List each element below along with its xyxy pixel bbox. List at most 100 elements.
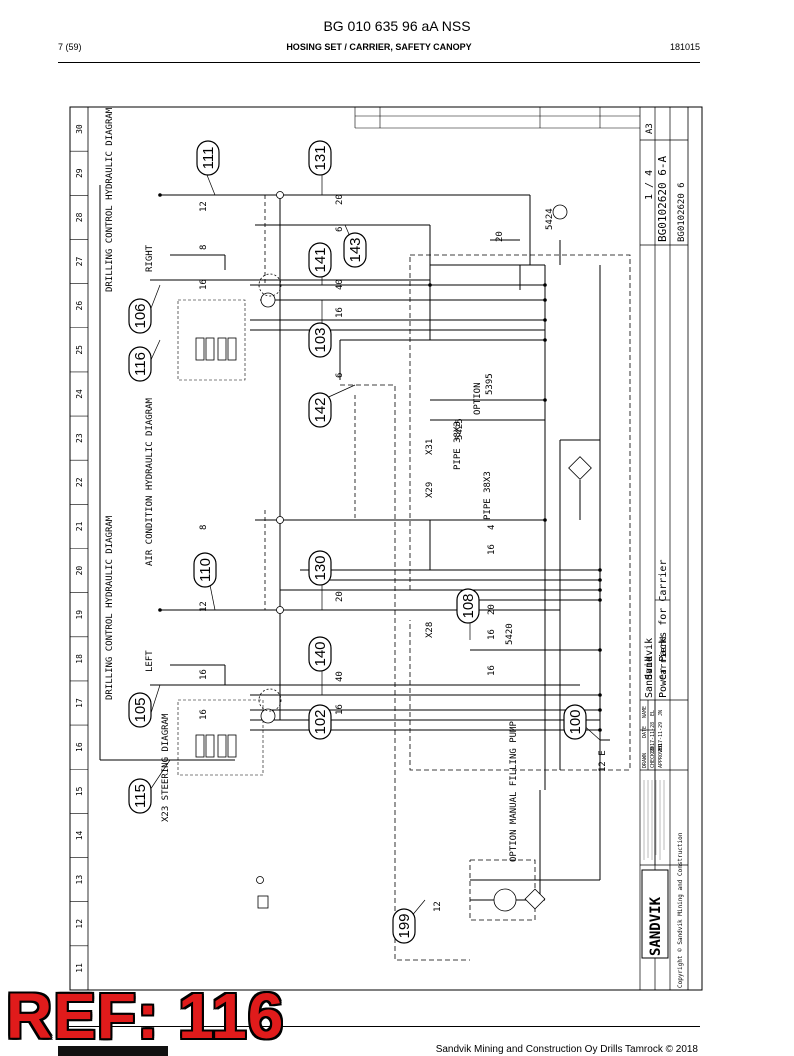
line-label-4: 6: [335, 227, 345, 232]
tb-date-label: DATE: [642, 726, 648, 738]
line-label-7: 6: [335, 373, 345, 378]
bubble-number: 131: [312, 145, 329, 170]
page-title: HOSING SET / CARRIER, SAFETY CANOPY: [286, 42, 472, 52]
valve-block-right: [177, 299, 246, 381]
bubble-number: 142: [312, 397, 329, 422]
header-divider: [58, 62, 700, 63]
grid-number-26: 26: [75, 301, 84, 311]
line-label-21: 4: [487, 525, 497, 530]
bubble-number: 103: [312, 327, 329, 352]
bubble-131: 131: [308, 140, 332, 176]
bubble-number: 141: [312, 247, 329, 272]
bubble-115: 115: [128, 778, 152, 814]
bubble-140: 140: [308, 636, 332, 672]
page-number: 7 (59): [58, 42, 82, 52]
tb-drawn-date: 2017-11-28: [650, 722, 656, 752]
line-label-19: 20: [487, 604, 497, 615]
junction-dots: [158, 193, 602, 732]
bubble-outline: [128, 778, 152, 814]
bubble-outline: [193, 552, 217, 588]
grid-number-11: 11: [75, 963, 84, 973]
grid-number-25: 25: [75, 345, 84, 355]
tb-product: CarrierH: [659, 637, 669, 680]
block-steering: X23 STEERING DIAGRAM: [161, 713, 171, 822]
power-pack-frame: [340, 254, 631, 961]
line-label-23: X31: [425, 439, 435, 455]
footer-divider: [58, 1026, 700, 1027]
bubble-number: 115: [132, 784, 149, 808]
bubble-110: 110: [193, 552, 217, 588]
pipes: [99, 185, 610, 901]
drawing-outer-frame: [69, 106, 703, 991]
block-pipe-1: PIPE 38X3: [453, 421, 463, 470]
block-right-label: RIGHT: [145, 244, 155, 272]
tb-fineprint: [643, 780, 665, 860]
line-label-20: 16: [487, 544, 497, 555]
line-label-28: 5395: [485, 373, 495, 395]
valve-block-left: [177, 699, 264, 776]
bubble-outline: [128, 692, 152, 728]
header-date: 181015: [669, 42, 700, 52]
bubble-102: 102: [308, 704, 332, 740]
line-label-6: 16: [335, 307, 345, 318]
bubble-105: 105: [128, 692, 152, 728]
footer-copyright: Sandvik Mining and Construction Oy Drill…: [435, 1044, 698, 1055]
bubble-number: 105: [132, 697, 149, 722]
line-label-8: 12: [199, 601, 209, 612]
bubble-outline: [128, 346, 152, 382]
block-manual-pump: OPTION MANUAL FILLING PUMP: [509, 721, 519, 862]
line-label-27: 5425: [455, 418, 465, 440]
tb-drawing-number-small: BG0102620 6: [677, 182, 687, 242]
block-option: OPTION: [473, 382, 483, 415]
bubble-142: 142: [308, 392, 332, 428]
bubble-199: 199: [392, 908, 416, 944]
title-block: [639, 107, 688, 990]
bubble-103: 103: [308, 322, 332, 358]
bubble-100: 100: [563, 704, 587, 740]
tb-drawing-number: BG0102620 6-A: [656, 156, 669, 242]
line-label-1: 8: [199, 245, 209, 250]
line-label-3: 20: [335, 194, 345, 205]
grid-number-27: 27: [75, 257, 84, 267]
grid-number-28: 28: [75, 212, 84, 222]
grid-number-15: 15: [75, 786, 84, 796]
bubble-number: 116: [132, 352, 149, 376]
bubble-143: 143: [343, 232, 367, 268]
block-right-drilling: DRILLING CONTROL HYDRAULIC DIAGRAM: [105, 107, 115, 292]
tb-company: Sandvik: [644, 656, 655, 698]
line-label-10: 20: [335, 591, 345, 602]
grid-number-16: 16: [75, 742, 84, 752]
bubble-number: 106: [132, 303, 149, 328]
valves: [195, 191, 592, 912]
tb-drawn-role: DRAWN: [642, 753, 648, 768]
bubble-outline: [308, 704, 332, 740]
grid-number-13: 13: [75, 875, 84, 885]
bubble-outline: [392, 908, 416, 944]
bubble-outline: [308, 636, 332, 672]
bubble-outline: [128, 298, 152, 334]
line-label-26: 5424: [545, 208, 555, 230]
tb-name-label: NAME: [642, 706, 648, 718]
revision-table: [354, 107, 640, 129]
document-id: BG 010 635 96 aA NSS: [323, 18, 471, 34]
line-label-29: 5420: [505, 623, 515, 645]
bubble-106: 106: [128, 298, 152, 334]
reference-number: REF: 116: [6, 980, 285, 1052]
line-label-17: 20: [495, 231, 505, 242]
sandvik-logo-box: [641, 869, 669, 959]
grid-number-23: 23: [75, 433, 84, 443]
bubble-number: 130: [312, 555, 329, 580]
line-label-0: 12: [199, 201, 209, 212]
brand-logo: SANDVIK: [648, 896, 664, 956]
bubble-116: 116: [128, 346, 152, 382]
grid-number-18: 18: [75, 654, 84, 664]
line-label-16: 12: [433, 901, 443, 912]
grid-number-30: 30: [75, 124, 84, 134]
drain-lines: [264, 195, 356, 610]
tb-company-2: Sandvik: [644, 638, 655, 680]
tb-sheet: 1 / 4: [644, 170, 655, 200]
bubble-outline: [343, 232, 367, 268]
